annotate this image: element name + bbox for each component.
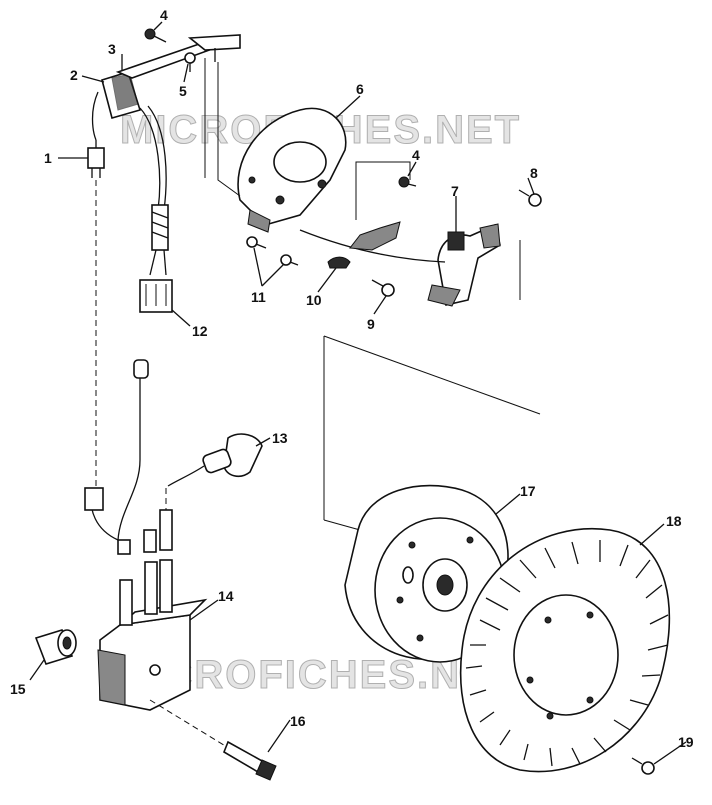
callout-18: 18	[666, 513, 682, 529]
part-9-bolt	[371, 279, 395, 297]
part-6-stator-plate	[237, 107, 347, 233]
callout-9: 9	[367, 316, 375, 332]
part-19-screw	[631, 757, 655, 775]
callout-4a: 4	[160, 7, 168, 23]
part-17-flywheel	[344, 484, 509, 663]
callout-4b: 4	[412, 147, 420, 163]
callout-3: 3	[108, 41, 116, 57]
part-4-bolt-mid	[398, 176, 417, 188]
part-3-bracket	[115, 34, 241, 79]
callout-1: 1	[44, 150, 52, 166]
callout-14: 14	[218, 588, 234, 604]
part-5-clip	[184, 52, 196, 72]
part-15-bushing	[34, 629, 77, 665]
part-10-clamp	[299, 221, 446, 269]
callout-12: 12	[192, 323, 208, 339]
wire-terminal	[133, 359, 149, 379]
callout-19: 19	[678, 734, 694, 750]
callout-2: 2	[70, 67, 78, 83]
callout-10: 10	[306, 292, 322, 308]
callout-5: 5	[179, 83, 187, 99]
callout-6: 6	[356, 81, 364, 97]
callout-11: 11	[251, 289, 266, 305]
callout-7: 7	[451, 183, 459, 199]
part-4-bolt-top	[144, 28, 167, 43]
part-8-bolt	[518, 189, 542, 207]
callout-8: 8	[530, 165, 538, 181]
callout-17: 17	[520, 483, 536, 499]
part-1-connector	[87, 140, 105, 178]
part-7-coil	[427, 223, 501, 307]
part-14-ignition-coil	[97, 509, 208, 711]
callout-15: 15	[10, 681, 26, 697]
part-16-bolt	[149, 699, 277, 781]
part-12-harness-connector	[139, 204, 173, 313]
part-18-fan	[459, 528, 671, 773]
part-13-plug-cap	[167, 433, 263, 487]
callout-13: 13	[272, 430, 288, 446]
callout-16: 16	[290, 713, 306, 729]
part-11-screws	[246, 236, 299, 266]
part-2-regulator	[101, 71, 142, 119]
